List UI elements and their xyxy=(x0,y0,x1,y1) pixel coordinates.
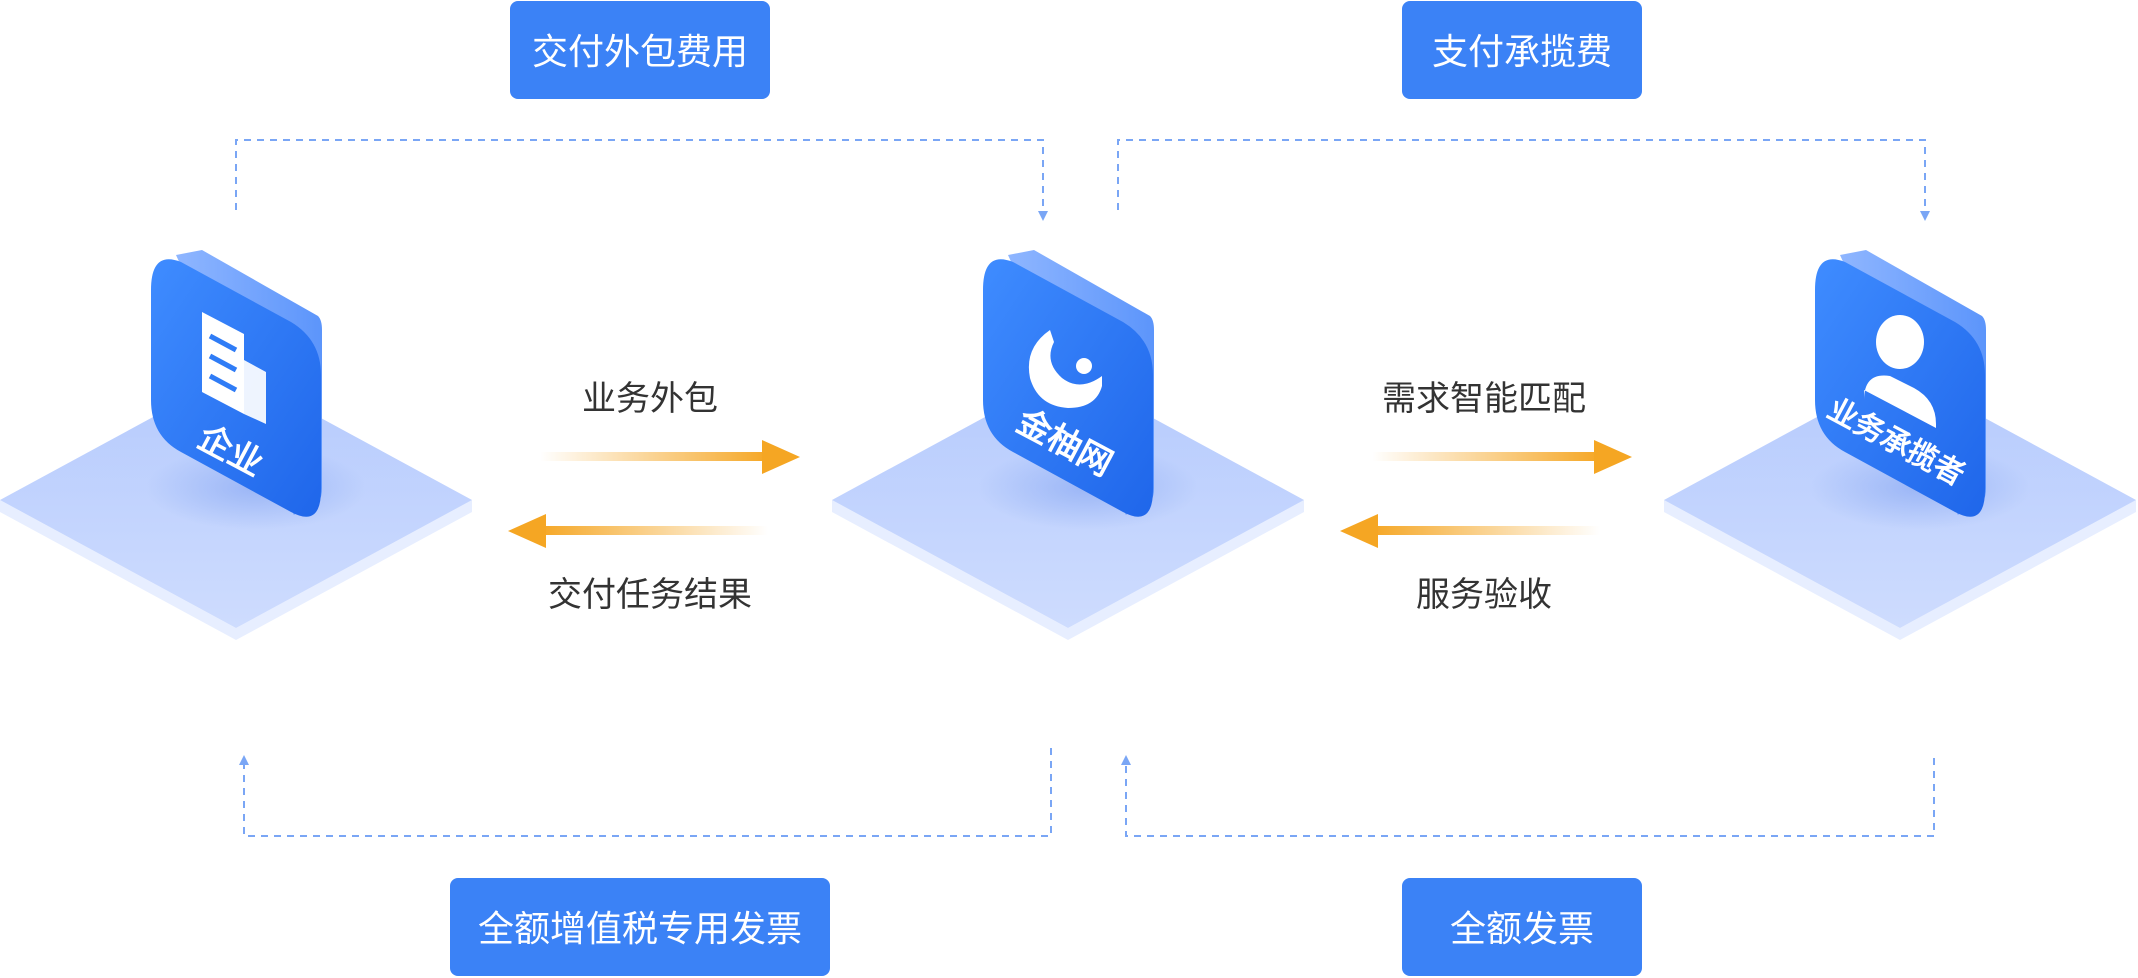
pill-full-invoice-label: 全额发票 xyxy=(1450,909,1594,950)
brand-logo-icon xyxy=(1028,330,1102,408)
dashed-line-platform-to-contractor-fee xyxy=(1117,139,1930,221)
flow-label-smart-matching: 需求智能匹配 xyxy=(1382,379,1586,419)
pill-pay-contract-fee-label: 支付承揽费 xyxy=(1432,32,1612,73)
flow-label-service-acceptance: 服务验收 xyxy=(1416,575,1552,615)
arrow-enterprise-to-platform xyxy=(540,440,800,474)
dashed-line-platform-to-enterprise-invoice xyxy=(239,748,1052,837)
pill-pay-outsourcing-fee: 交付外包费用 xyxy=(510,1,770,99)
pill-vat-invoice-label: 全额增值税专用发票 xyxy=(478,909,802,950)
dashed-line-contractor-to-platform-invoice xyxy=(1121,755,1935,837)
person-icon xyxy=(1864,315,1936,428)
node-platform: 金柚网 xyxy=(832,250,1304,640)
arrow-contractor-to-platform xyxy=(1340,514,1600,548)
dashed-line-enterprise-to-platform-fee xyxy=(235,139,1048,221)
pill-pay-contract-fee: 支付承揽费 xyxy=(1402,1,1642,99)
node-enterprise: 企业 xyxy=(0,250,472,640)
pill-full-invoice: 全额发票 xyxy=(1402,878,1642,976)
arrow-platform-to-enterprise xyxy=(508,514,768,548)
flow-label-deliver-results: 交付任务结果 xyxy=(548,575,752,615)
flow-label-outsourcing: 业务外包 xyxy=(582,379,718,419)
building-icon xyxy=(202,312,266,424)
pill-vat-invoice: 全额增值税专用发票 xyxy=(450,878,830,976)
arrow-platform-to-contractor xyxy=(1372,440,1632,474)
node-contractor: 业务承揽者 xyxy=(1664,250,2136,640)
pill-pay-outsourcing-fee-label: 交付外包费用 xyxy=(532,32,748,73)
